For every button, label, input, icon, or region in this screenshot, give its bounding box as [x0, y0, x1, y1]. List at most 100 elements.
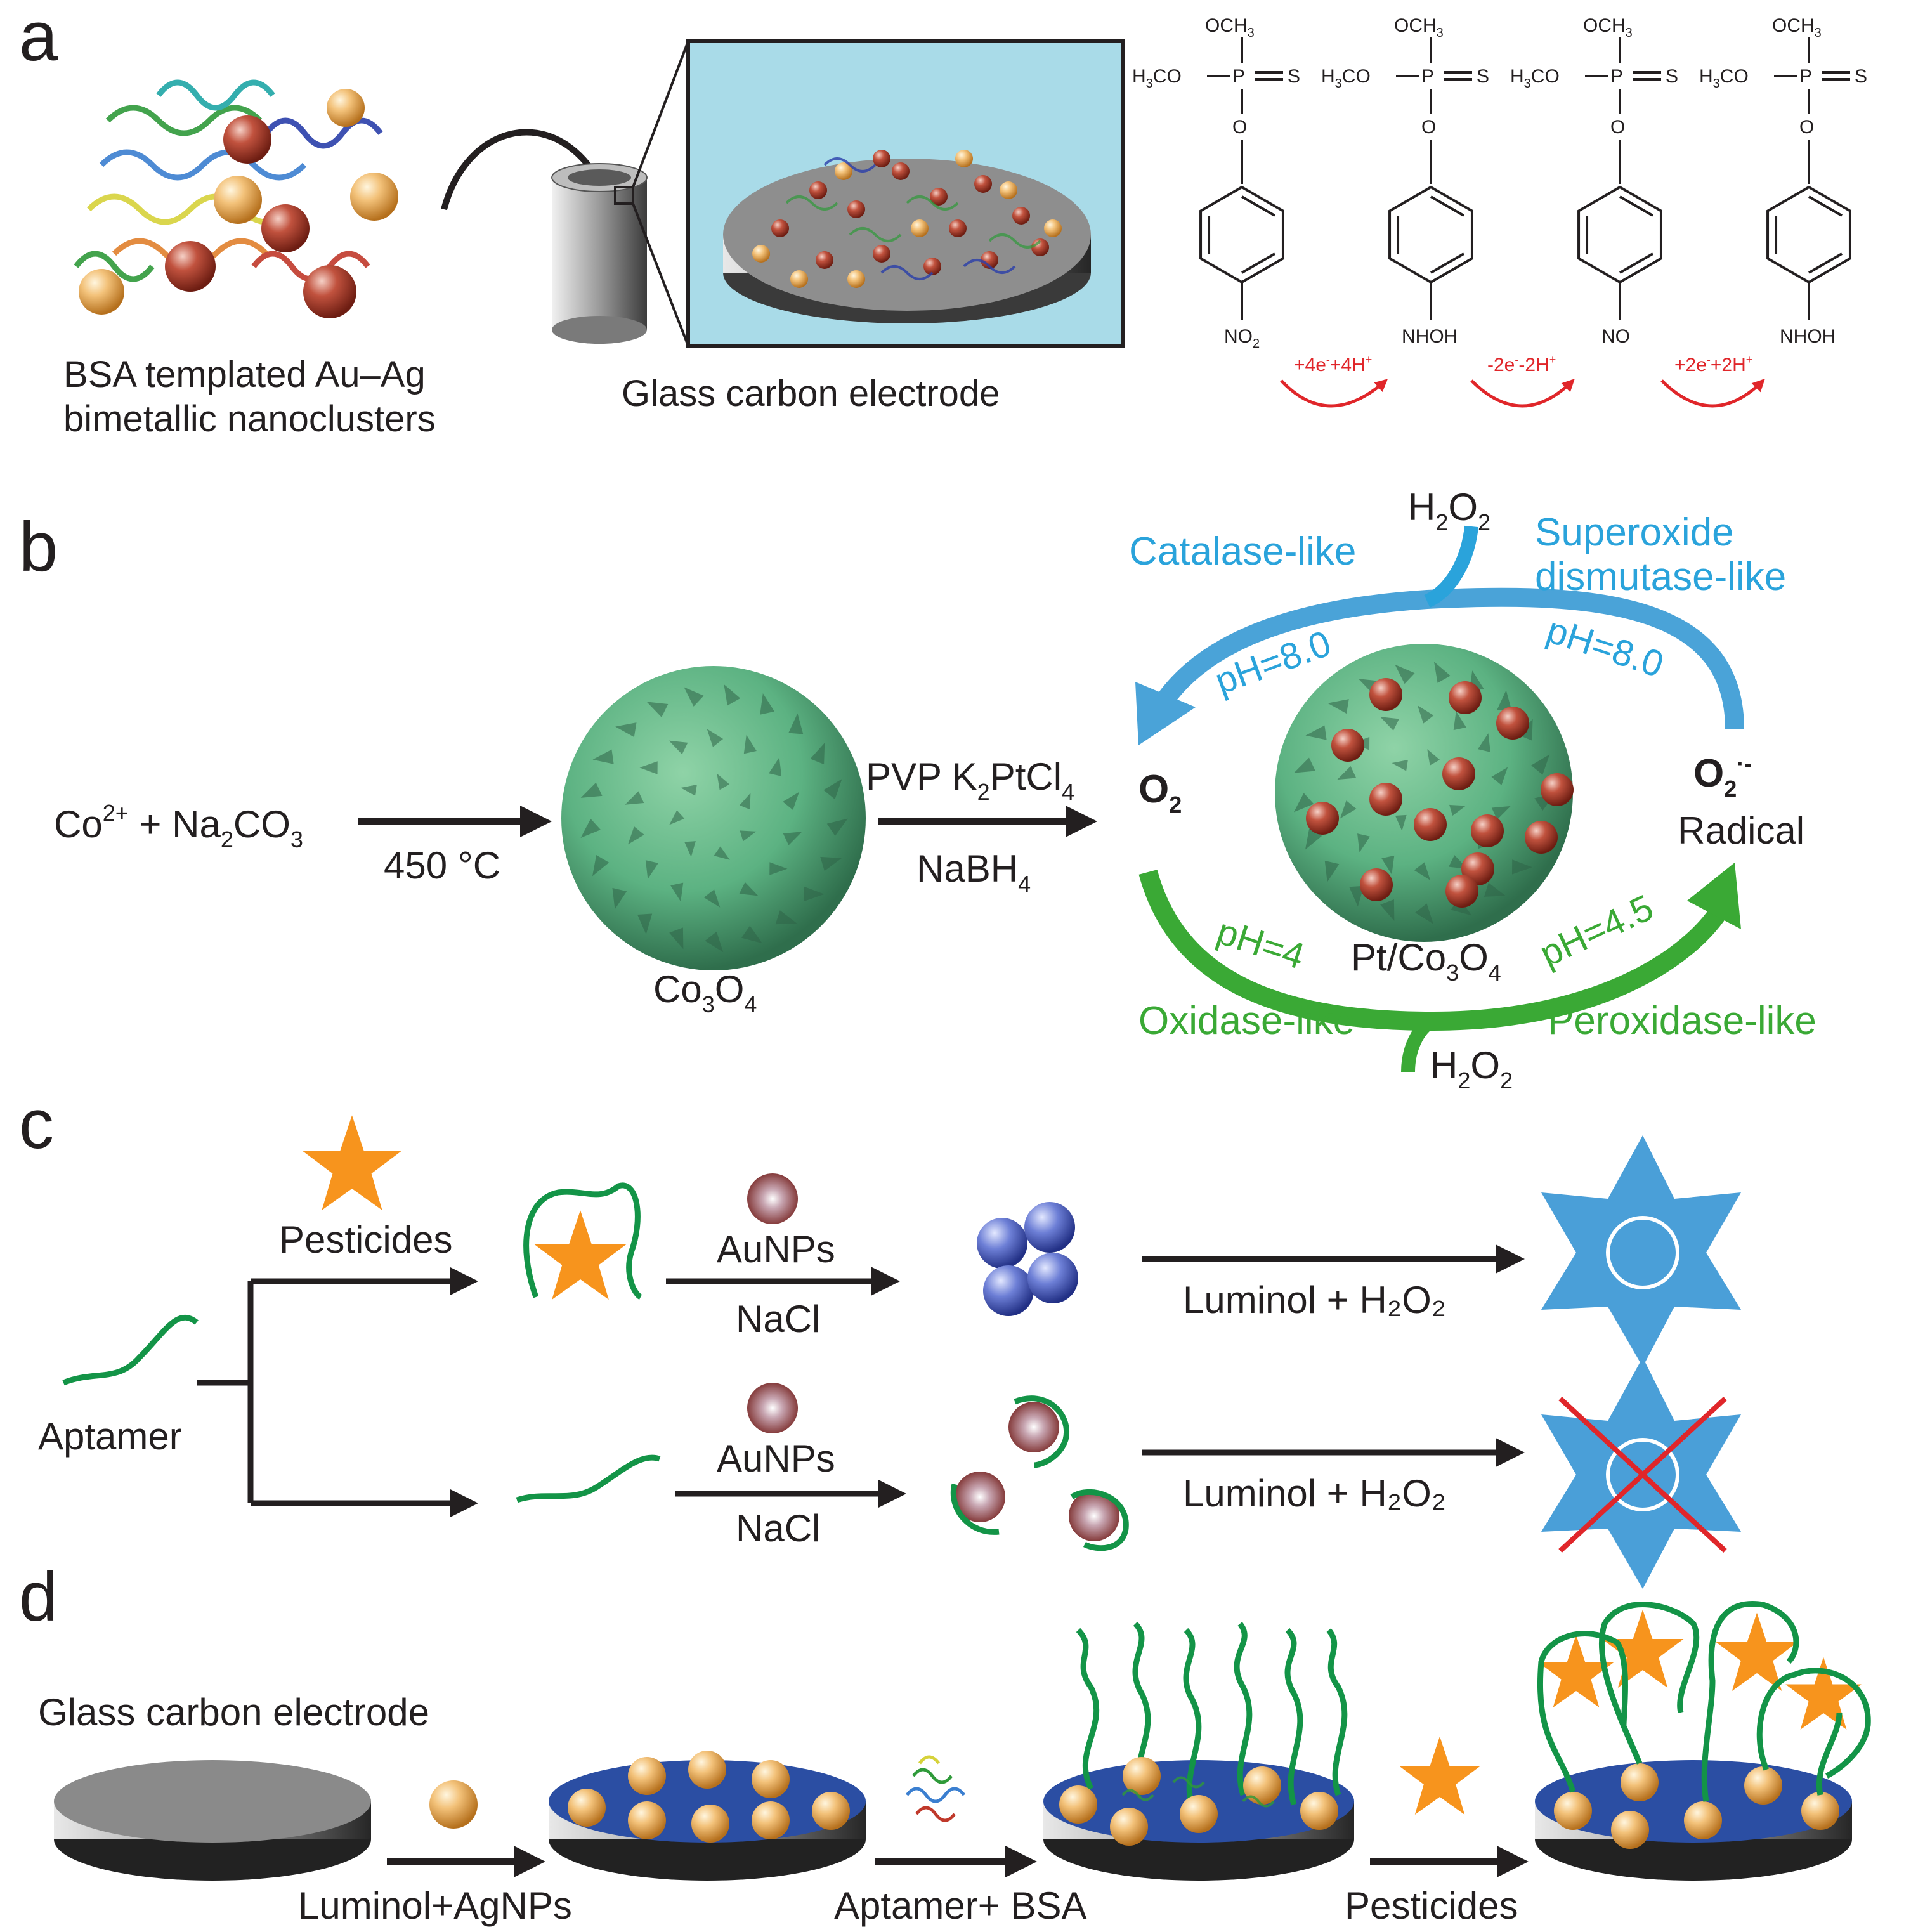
molecule-top-group: OCH3 [1772, 15, 1822, 40]
au-ag-nanoparticle-icon [79, 269, 124, 315]
molecule-3: OCH3 H3CO P S O NO [1510, 15, 1678, 347]
pesticide-bound-electrode-icon [1535, 1601, 1871, 1881]
pt-nanoparticles [1306, 678, 1574, 908]
co3o4-label: Co3O4 [653, 968, 757, 1017]
radical-label: Radical [1678, 809, 1804, 852]
molecule-sulfur: S [1666, 66, 1678, 87]
au-ag-nanoparticle-icon [165, 241, 216, 292]
pesticides-label-c: Pesticides [279, 1218, 452, 1261]
molecule-oxygen: O [1232, 117, 1247, 138]
superoxide-label: O2·- [1693, 750, 1752, 802]
electrode-label-a: Glass carbon electrode [622, 373, 1000, 414]
oxidase-label: Oxidase-like [1138, 999, 1355, 1043]
luminol-top-label: Luminol + H₂O₂ [1183, 1279, 1446, 1321]
molecule-left-group: H3CO [1699, 66, 1749, 91]
h2o2-top-label: H2O2 [1408, 486, 1490, 535]
bare-electrode-icon [54, 1760, 371, 1881]
molecule-phosphorus: P [1610, 66, 1623, 87]
branch-lines [197, 1267, 478, 1518]
h2o2-input-blue [1423, 525, 1478, 608]
h2o2-input-green [1401, 1014, 1436, 1073]
bsa-protein-icon [906, 1755, 965, 1822]
panel-b: b Co2+ + Na2CO3 450 °C Co3O4 PVP K2PtCl4… [19, 486, 1816, 1093]
pt-co3o4-sphere-icon [1275, 644, 1574, 942]
sod-label-line1: Superoxide [1535, 511, 1734, 554]
h2o2-bottom-label: H2O2 [1430, 1044, 1513, 1093]
ph-bottom-right: pH=4.5 [1534, 887, 1659, 975]
reaction-arrow-2: -2e--2H+ [1470, 353, 1575, 408]
reaction-label: +2e-+2H+ [1674, 353, 1752, 375]
co3o4-sphere-icon [561, 666, 866, 970]
molecule-sulfur: S [1288, 66, 1300, 87]
panel-letter-d: d [19, 1558, 58, 1636]
molecule-phosphorus: P [1799, 66, 1812, 87]
peroxidase-label: Peroxidase-like [1548, 999, 1816, 1043]
au-ag-nanoparticle-icon [214, 176, 262, 224]
molecule-bottom-group: NO [1601, 326, 1630, 347]
step2-label: Aptamer+ BSA [834, 1884, 1087, 1927]
aunp-icon [747, 1173, 798, 1224]
molecule-bottom-group: NHOH [1780, 326, 1836, 347]
aptamer-icon [62, 1314, 199, 1386]
nacl-bottom-label: NaCl [736, 1507, 820, 1550]
temperature-label: 450 °C [384, 844, 500, 887]
reaction-label: -2e--2H+ [1487, 353, 1556, 375]
agnp-electrode-icon [549, 1751, 866, 1881]
aggregated-aunps-icon [977, 1202, 1078, 1316]
reaction-arrow-3: +2e-+2H+ [1660, 353, 1765, 408]
panel-letter-b: b [19, 508, 58, 586]
molecule-left-group: H3CO [1132, 66, 1182, 91]
molecule-oxygen: O [1421, 117, 1436, 138]
molecule-1: OCH3 H3CO P S O NO2 [1132, 15, 1300, 351]
molecule-phosphorus: P [1421, 66, 1434, 87]
au-ag-nanoparticle-icon [327, 89, 365, 127]
quenched-star-icon [1541, 1357, 1741, 1589]
agnp-icon [429, 1780, 478, 1829]
aunps-bottom-label: AuNPs [717, 1437, 835, 1480]
au-ag-nanoparticle-icon [303, 265, 356, 318]
electrode-label-d: Glass carbon electrode [38, 1691, 429, 1733]
pesticide-star-icon [302, 1115, 402, 1210]
nacl-top-label: NaCl [736, 1298, 820, 1340]
reagent-top-label: PVP K2PtCl4 [866, 755, 1074, 805]
aptamer-bound-pesticide [523, 1182, 642, 1300]
bsa-label-line1: BSA templated Au–Ag [63, 354, 426, 395]
molecule-left-group: H3CO [1510, 66, 1560, 91]
zoom-line [632, 41, 689, 188]
bsa-label-line2: bimetallic nanoclusters [63, 398, 436, 440]
aunp-icon [747, 1383, 798, 1433]
molecule-oxygen: O [1799, 117, 1814, 138]
luminol-bottom-label: Luminol + H₂O₂ [1183, 1472, 1446, 1515]
molecule-bottom-group: NHOH [1402, 326, 1458, 347]
panel-letter-c: c [19, 1085, 54, 1163]
electrode-zoom-box [686, 39, 1125, 348]
molecule-sulfur: S [1477, 66, 1489, 87]
molecule-bonds [1199, 37, 1851, 320]
zoom-line [632, 203, 689, 346]
panel-a: a BSA templated Au–Ag bimetallic [19, 0, 1867, 440]
au-ag-nanoparticle-icon [223, 115, 271, 164]
panel-letter-a: a [19, 0, 58, 75]
aptamer-electrode-icon [1043, 1621, 1354, 1881]
o2-label: O2 [1138, 767, 1182, 818]
catalase-sod-cycle-arrow [1145, 587, 1744, 730]
molecule-left-group: H3CO [1321, 66, 1371, 91]
pt-co3o4-label: Pt/Co3O4 [1351, 936, 1501, 986]
molecule-top-group: OCH3 [1583, 15, 1633, 40]
aunps-top-label: AuNPs [717, 1228, 835, 1270]
molecule-4: OCH3 H3CO P S O NHOH [1699, 15, 1867, 347]
molecule-sulfur: S [1855, 66, 1867, 87]
panel-d: d Glass carbon electrode Luminol+AgNPs [19, 1558, 1871, 1927]
au-ag-nanoparticle-icon [350, 173, 398, 221]
chemiluminescence-star-icon [1541, 1135, 1741, 1367]
dispersed-aunps-icon [950, 1395, 1129, 1551]
free-aptamer-icon [516, 1454, 661, 1503]
reaction-label: +4e-+4H+ [1294, 353, 1372, 375]
sod-label-line2: dismutase-like [1535, 555, 1786, 599]
bsa-cluster-illustration [74, 79, 398, 318]
au-ag-nanoparticle-icon [261, 204, 310, 252]
molecule-phosphorus: P [1232, 66, 1245, 87]
molecule-oxygen: O [1610, 117, 1625, 138]
catalase-label: Catalase-like [1129, 530, 1356, 573]
